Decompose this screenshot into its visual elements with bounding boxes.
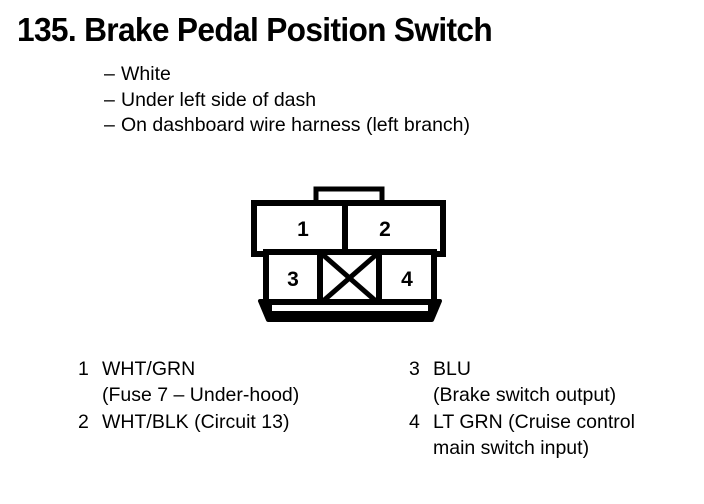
pin-description-continued: main switch input) bbox=[433, 436, 590, 459]
pin-legend: 1 WHT/GRN (Fuse 7 – Under-hood) 2 WHT/BL… bbox=[0, 357, 704, 497]
cavity-number-2: 2 bbox=[379, 218, 391, 241]
pin-description: WHT/GRN bbox=[102, 358, 196, 380]
pin-legend-right-column: 3 BLU (Brake switch output) 4 LT GRN (Cr… bbox=[409, 357, 699, 463]
cavity-number-4: 4 bbox=[401, 268, 413, 291]
pin-description: BLU bbox=[433, 358, 471, 380]
description-item-harness: – On dashboard wire harness (left branch… bbox=[104, 113, 664, 139]
connector-bottom-slot bbox=[272, 305, 428, 311]
connector-upper-body bbox=[251, 200, 446, 257]
pin-number: 1 bbox=[78, 358, 89, 380]
pin-description-continued: (Brake switch output) bbox=[433, 383, 617, 406]
pin-number: 2 bbox=[78, 411, 89, 433]
description-item-label: White bbox=[121, 63, 171, 85]
description-list: – White – Under left side of dash – On d… bbox=[104, 62, 664, 139]
pin-legend-left-column: 1 WHT/GRN (Fuse 7 – Under-hood) 2 WHT/BL… bbox=[78, 357, 398, 438]
dash-bullet-icon: – bbox=[104, 114, 115, 136]
pin-description-continued: (Fuse 7 – Under-hood) bbox=[102, 383, 300, 406]
description-item-location: – Under left side of dash bbox=[104, 88, 664, 114]
description-item-label: Under left side of dash bbox=[121, 88, 317, 111]
connector-diagram: 1 2 3 4 bbox=[246, 182, 456, 327]
cavity-number-3: 3 bbox=[287, 268, 299, 291]
blank-cavity-x-icon bbox=[320, 252, 379, 304]
dash-bullet-icon: – bbox=[104, 88, 115, 111]
pin-legend-entry-4: 4 LT GRN (Cruise control main switch inp… bbox=[409, 410, 699, 461]
page-title: 135. Brake Pedal Position Switch bbox=[17, 11, 493, 48]
pin-number: 3 bbox=[409, 358, 420, 380]
cavity-number-1: 1 bbox=[297, 218, 309, 241]
description-item-color: – White bbox=[104, 62, 664, 88]
pin-number: 4 bbox=[409, 411, 420, 433]
pin-legend-entry-1: 1 WHT/GRN (Fuse 7 – Under-hood) bbox=[78, 357, 398, 408]
dash-bullet-icon: – bbox=[104, 63, 115, 85]
pin-description: LT GRN (Cruise control bbox=[433, 411, 635, 433]
pin-description: WHT/BLK (Circuit 13) bbox=[102, 411, 290, 433]
pin-legend-entry-2: 2 WHT/BLK (Circuit 13) bbox=[78, 410, 398, 436]
pin-legend-entry-3: 3 BLU (Brake switch output) bbox=[409, 357, 699, 408]
description-item-label: On dashboard wire harness (left branch) bbox=[121, 114, 471, 136]
